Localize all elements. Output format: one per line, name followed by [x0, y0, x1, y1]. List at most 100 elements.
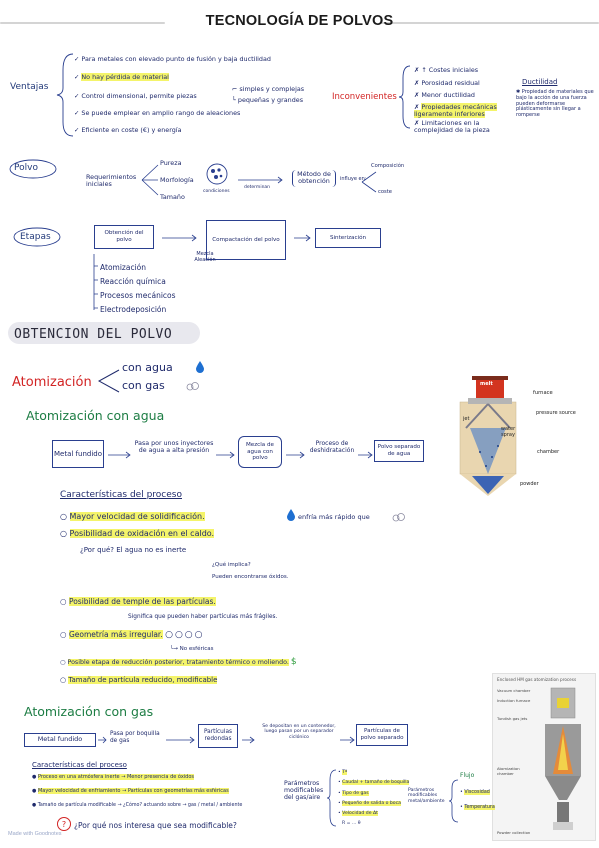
ventaja-item-5: ✓ Eficiente en coste (€) y energía [74, 126, 182, 134]
etapas-oval [13, 227, 61, 247]
gas-parametros-2: Parámetros modificables metal/ambiente [408, 788, 445, 804]
determinan-text: determinan [244, 185, 271, 190]
agua-flow-arrow-1 [108, 451, 131, 459]
inconvenientes-brace [398, 65, 411, 129]
method-electrodeposicion: Electrodeposición [100, 305, 167, 314]
gas-flow-arrow-4 [340, 736, 355, 744]
etapa-box-sinterizacion: Sinterización [315, 228, 381, 248]
agua-caract-4: ○ Geometría más irregular. ○○○○ [60, 630, 205, 640]
ventaja-item-3: ✓ Control dimensional, permite piezas [74, 92, 197, 100]
methods-bracket [93, 254, 98, 310]
param-4: • Pequeño de salida o boca [338, 801, 401, 806]
gas-figure-label-3: Tundish gas jets [497, 716, 528, 721]
polvo-label: Polvo [14, 163, 38, 173]
etapa-box-obtencion: Obtención del polvo [94, 225, 154, 249]
question-circle-icon: ? [57, 817, 71, 831]
parametros-brace [326, 769, 337, 827]
obtencion-heading-bg [8, 322, 200, 344]
atomizacion-label: Atomización [12, 375, 92, 390]
param-3: • Tipo de gas [338, 791, 369, 796]
ventajas-brace [56, 53, 74, 137]
method-reaccion: Reacción química [100, 277, 166, 286]
ventaja-item-4: ✓ Se puede emplear en amplio rango de al… [74, 109, 241, 117]
agua-flow-arrow-3 [286, 451, 305, 459]
gas-figure-title: Enclosed HM gas atomization process [497, 677, 577, 682]
gas-question: ¿Por qué nos interesa que sea modificabl… [74, 821, 237, 830]
figure-chamber: chamber [537, 449, 560, 455]
flujo-label: Flujo [460, 772, 475, 779]
atomizacion-gas: con gas [122, 379, 165, 392]
piezas-sub-1: ⌐ simples y complejas [232, 85, 305, 93]
title-rule-right [380, 22, 599, 24]
flujo-1: • Viscosidad [460, 790, 490, 795]
method-mecanicos: Procesos mecánicos [100, 291, 176, 300]
polvo-pureza: Pureza [160, 159, 182, 167]
ventaja-item-2: ✓ No hay pérdida de material [74, 73, 169, 81]
water-drop-icon [196, 361, 204, 373]
gas-cloud-icon [186, 382, 199, 391]
gas-flow-arrow-1 [98, 736, 107, 744]
title-rule-left [0, 22, 165, 24]
agua-caract-6: ○ Tamaño de partícula reducido, modifica… [60, 676, 218, 684]
gas-figure-drawing [545, 687, 581, 830]
agua-no-esfericas: └→ No esféricas [170, 646, 214, 652]
polvo-oval [9, 159, 57, 179]
ventaja-item-1: ✓ Para metales con elevado punto de fusi… [74, 55, 271, 63]
determinan-arrow [238, 176, 283, 184]
atomizacion-agua: con agua [122, 361, 173, 374]
footer-brand: Made with Goodnotes [8, 831, 62, 837]
method-atomizacion: Atomización [100, 263, 146, 272]
requerimientos-text: Requerimientos iniciales [86, 173, 137, 189]
param-2: • Caudal + tamaño de boquilla [338, 780, 410, 785]
gas-caract-2: ● Mayor velocidad de enfriamiento → Part… [32, 788, 229, 794]
influye-arrows [361, 171, 377, 193]
flujo-2: • Temperatura [460, 805, 495, 810]
water-drop-icon-2 [287, 509, 295, 521]
polvo-morfologia: Morfología [160, 176, 194, 184]
etapa-arrow-2 [294, 234, 311, 242]
inconveniente-item-3: ✗ Menor ductilidad [414, 91, 475, 99]
etapa-arrow-1 [162, 234, 197, 242]
agua-flow-arrow-2 [216, 451, 235, 459]
piezas-sub-2: └ pequeñas y grandes [232, 96, 304, 104]
mezcla-text: Mezcla Aleación [194, 251, 216, 263]
condiciones-text: condiciones [203, 189, 230, 194]
obtencion-heading: OBTENCION DEL POLVO [14, 327, 173, 342]
agua-flow-arrow-4 [358, 451, 373, 459]
gas-flow-deposito: Se depositan en un contenedor, luego pas… [262, 724, 336, 740]
gas-flow-arrow-2 [166, 736, 195, 744]
figure-pressure: pressure source [536, 410, 576, 416]
inconveniente-item-5: ✗ Limitaciones en la complejidad de la p… [414, 119, 490, 135]
agua-caract-5: ○ Posible etapa de reducción posterior, … [60, 657, 297, 667]
composicion-text: Composición [371, 163, 405, 169]
agua-enfria: enfría más rápido que [298, 513, 370, 521]
gas-heading: Atomización con gas [24, 704, 154, 719]
polvo-arrows [141, 164, 159, 196]
etapas-label: Etapas [20, 232, 51, 242]
agua-caract-heading: Características del proceso [60, 490, 182, 500]
agua-caract-2: ○ Posibilidad de oxidación en el caldo. [60, 529, 215, 538]
inconveniente-item-4: ✗ Propiedades mecánicas ligeramente infe… [414, 103, 497, 119]
param-5: • Velocidad de Δt [338, 811, 378, 816]
metodo-obtencion: Método de obtención [292, 170, 336, 187]
gas-figure-label-1: Vacuum chamber [497, 688, 531, 693]
gas-flow-arrow-3 [242, 736, 255, 744]
gas-caract-heading: Características del proceso [32, 761, 127, 769]
agua-flow-deshidratacion: Proceso de deshidratación [309, 440, 355, 454]
water-atomization-figure [459, 376, 517, 496]
ductilidad-note: ✱ Propiedad de materiales que bajo la ac… [516, 89, 594, 118]
ductilidad-title: Ductilidad [522, 78, 558, 86]
gas-parametros: Parámetros modificables del gas/aire [284, 780, 324, 802]
inconveniente-item-2: ✗ Porosidad residual [414, 79, 480, 87]
figure-melt: melt [480, 381, 493, 387]
inconveniente-item-1: ✗ ↑ Costes iniciales [414, 66, 479, 74]
particle-icon [206, 163, 228, 185]
gas-flow-polvo: Partículas de polvo separado [356, 724, 408, 746]
gas-atomization-figure: Enclosed HM gas atomization process Vacu… [492, 673, 596, 841]
gas-figure-label-2: Induction furnace [497, 698, 531, 703]
agua-flow-polvo: Polvo separado de agua [374, 440, 424, 462]
etapa-box-compactacion: Compactación del polvo [206, 220, 286, 260]
gas-caract-3: ● Tamaño de partícula modificable → ¿Cóm… [32, 803, 243, 808]
agua-oxidos: Pueden encontrarse óxidos. [212, 574, 289, 580]
gas-cloud-icon-2 [392, 513, 405, 522]
